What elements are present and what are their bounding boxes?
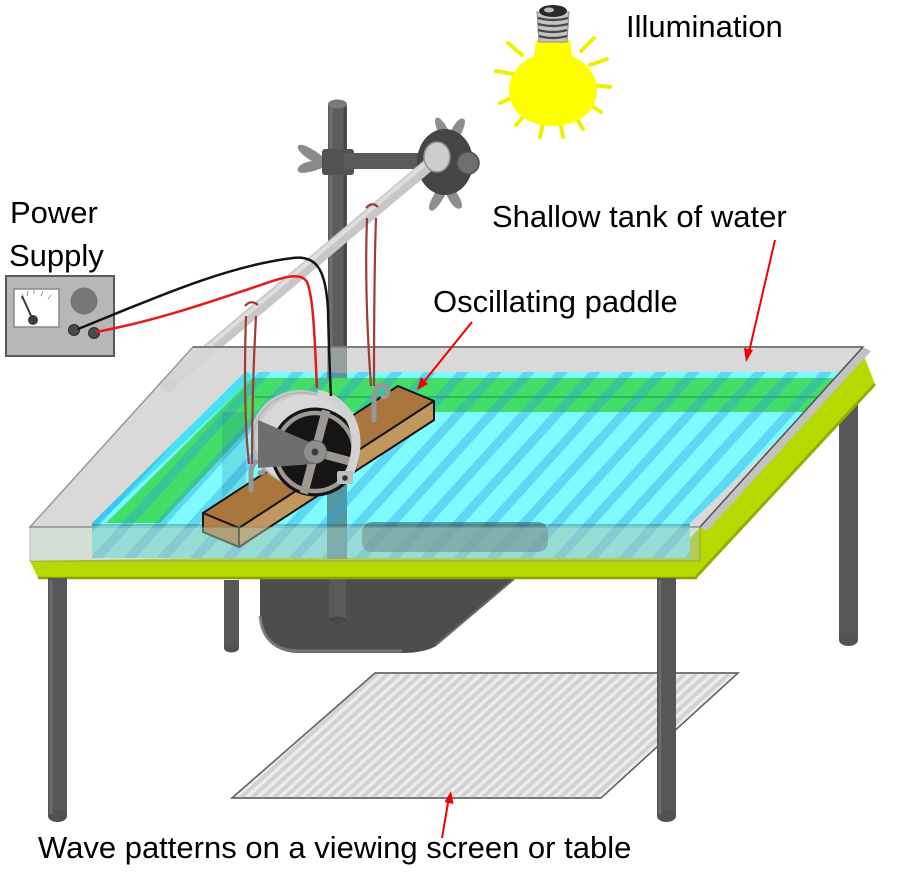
viewing-screen	[230, 672, 740, 799]
glass-front-wall	[29, 526, 701, 562]
arrow-paddle-head	[417, 377, 428, 390]
table-right-edge-line	[694, 382, 877, 579]
table-right-edge	[681, 351, 875, 578]
clamp-knob[interactable]	[456, 151, 480, 175]
oscillating-paddle-label: Oscillating paddle	[433, 284, 678, 319]
power-knob[interactable]	[70, 287, 98, 315]
arrow-paddle-line	[421, 321, 473, 385]
arrow-screen-head	[444, 791, 454, 804]
strap-screw	[342, 475, 348, 481]
water-wavy-edge-left	[92, 372, 251, 526]
glass-right-edge-line	[699, 346, 864, 528]
collar-wing-nut[interactable]	[297, 144, 322, 173]
tank-left-wall-green	[106, 378, 268, 523]
hook-right	[371, 382, 391, 423]
pole-behind-glass	[327, 348, 347, 373]
wave-patterns-label: Wave patterns on a viewing screen or tab…	[38, 830, 631, 865]
wire-black	[77, 256, 333, 397]
meter-pivot	[28, 315, 38, 325]
motor-snout	[258, 420, 314, 468]
power-supply-label-line2: Supply	[9, 238, 104, 273]
power-supply-label-line1: Power	[10, 195, 98, 230]
band-left-strand-1	[243, 315, 251, 465]
band-left-loop	[244, 301, 259, 307]
arrow-screen-line	[441, 796, 450, 839]
terminal-negative[interactable]	[68, 324, 80, 336]
shallow-tank-label: Shallow tank of water	[492, 199, 787, 234]
motor-wheel	[251, 389, 361, 497]
power-supply-box	[5, 275, 115, 357]
band-left-strand-2	[250, 315, 258, 465]
light-bulb-icon	[494, 5, 612, 139]
table-leg-front-right	[657, 578, 676, 822]
shallow-water-tank	[28, 203, 871, 562]
horizontal-arm	[344, 153, 430, 169]
band-right-loop	[365, 203, 379, 209]
bulb-base-cap-highlight	[544, 7, 554, 13]
terminal-positive[interactable]	[88, 327, 100, 339]
arrow-shallow-tank-head	[744, 348, 753, 362]
suspension-bands	[243, 203, 379, 465]
pole-base-stub	[329, 578, 346, 624]
arrow-shallow-tank-line	[748, 239, 776, 353]
wire-red	[95, 274, 319, 389]
pointer-arrows	[417, 239, 776, 839]
band-right-strand-1	[365, 217, 373, 387]
bulb-base-ridges	[537, 16, 569, 40]
bulb-glass	[509, 40, 597, 126]
glass-right-slab	[700, 347, 871, 531]
pole-top-cap	[328, 99, 347, 109]
illumination-label: Illumination	[626, 9, 783, 44]
table-leg-back-right	[839, 392, 858, 646]
rod-clamp-boss	[423, 141, 451, 173]
stand-heavy-base	[258, 578, 516, 653]
table-leg-left	[48, 578, 67, 822]
table-leg-back-left	[224, 580, 239, 653]
band-right-strand-2	[372, 217, 378, 387]
wheel-axle-dot	[311, 448, 319, 456]
